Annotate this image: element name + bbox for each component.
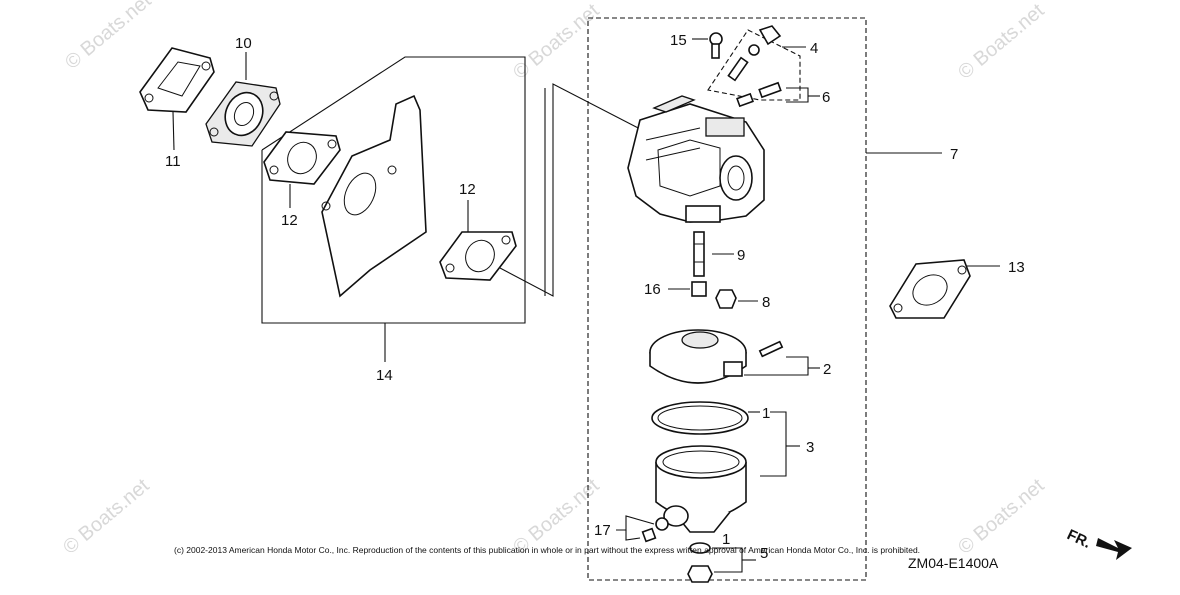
part-17-screw bbox=[616, 515, 669, 543]
part-15-screw bbox=[692, 32, 723, 59]
watermark: © Boats.net bbox=[954, 0, 1049, 84]
callout-3: 3 bbox=[806, 439, 814, 456]
part-9-jet bbox=[693, 231, 734, 277]
direction-label: FR. bbox=[1064, 526, 1093, 552]
callout-14: 14 bbox=[376, 367, 393, 384]
callout-16: 16 bbox=[644, 281, 661, 298]
copyright-notice: (c) 2002-2013 American Honda Motor Co., … bbox=[174, 545, 920, 555]
watermark: © Boats.net bbox=[509, 0, 604, 84]
part-7-carburetor bbox=[627, 95, 765, 223]
callout-8: 8 bbox=[762, 294, 770, 311]
callout-1-lower: 1 bbox=[722, 531, 730, 548]
part-8-valve bbox=[715, 289, 758, 309]
callout-10: 10 bbox=[235, 35, 252, 52]
part-1-o-ring bbox=[651, 401, 760, 435]
front-direction-arrow: FR. bbox=[1064, 526, 1132, 560]
arrow-icon bbox=[1096, 538, 1132, 560]
part-12-gasket-left bbox=[263, 131, 341, 208]
watermark: © Boats.net bbox=[61, 0, 156, 74]
callout-7: 7 bbox=[950, 146, 958, 163]
callout-4: 4 bbox=[810, 40, 818, 57]
part-3-float-chamber bbox=[655, 411, 800, 533]
callout-13: 13 bbox=[1008, 259, 1025, 276]
callout-6: 6 bbox=[822, 89, 830, 106]
carburetor-group-box bbox=[587, 17, 942, 581]
callout-5: 5 bbox=[760, 545, 768, 562]
callout-12-right: 12 bbox=[459, 181, 476, 198]
part-16-jet bbox=[668, 281, 707, 297]
part-10-insulator bbox=[205, 52, 281, 147]
part-2-float bbox=[649, 329, 820, 384]
callout-12-left: 12 bbox=[281, 212, 298, 229]
callout-1-upper: 1 bbox=[762, 405, 770, 422]
diagram-code: ZM04-E1400A bbox=[908, 555, 999, 571]
callout-17: 17 bbox=[594, 522, 611, 539]
part-11-gasket bbox=[139, 47, 215, 151]
part-12-gasket-right bbox=[439, 83, 647, 297]
insulator-group-box bbox=[261, 56, 526, 362]
callout-15: 15 bbox=[670, 32, 687, 49]
watermarks: © Boats.net © Boats.net © Boats.net © Bo… bbox=[59, 0, 1049, 559]
part-5-bolt bbox=[687, 542, 756, 583]
part-14-plate bbox=[321, 94, 427, 298]
callout-9: 9 bbox=[737, 247, 745, 264]
part-13-gasket bbox=[889, 259, 1000, 319]
watermark: © Boats.net bbox=[954, 474, 1049, 558]
callout-2: 2 bbox=[823, 361, 831, 378]
callout-labels: 10 11 12 12 14 15 4 6 7 9 13 16 8 2 1 3 … bbox=[165, 32, 1025, 562]
callout-11: 11 bbox=[165, 153, 181, 170]
part-4-6-box bbox=[707, 25, 820, 108]
watermark: © Boats.net bbox=[59, 474, 154, 558]
